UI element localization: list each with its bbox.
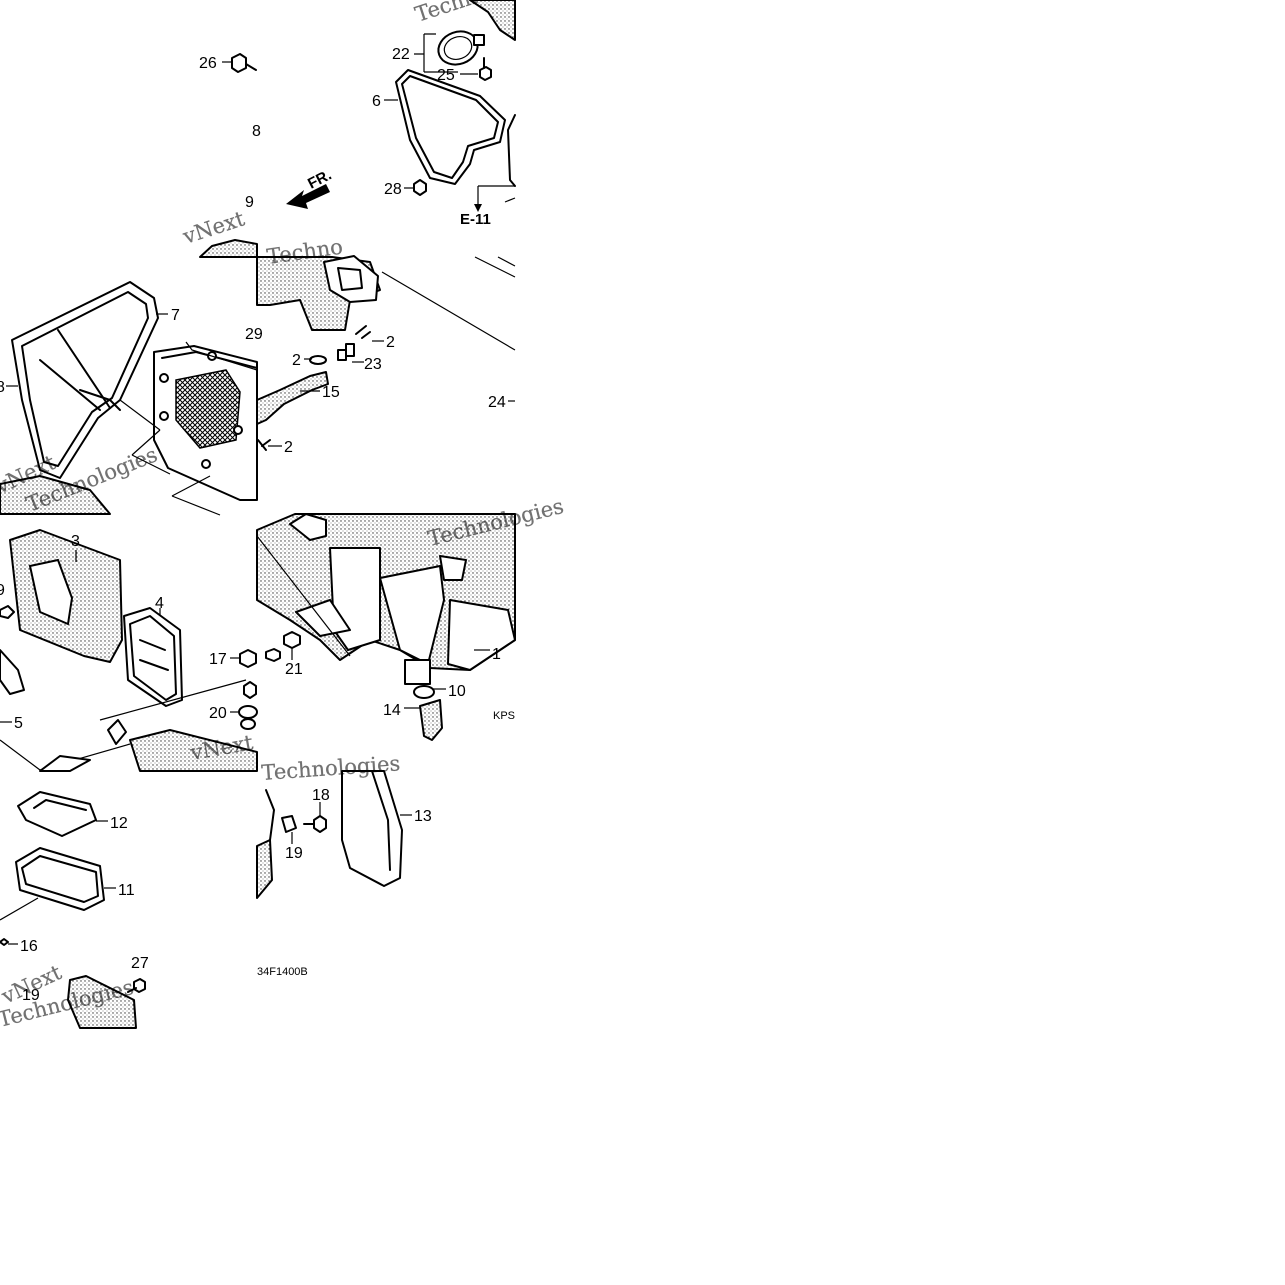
front-direction-label: FR. <box>305 166 334 192</box>
callout-5: 5 <box>14 715 23 732</box>
callout-3: 3 <box>71 533 80 550</box>
housing-upper-part <box>256 255 381 331</box>
air-box-housing-part <box>256 513 516 685</box>
tile-lower-left: 3 9 4 5 17 20 <box>0 529 281 772</box>
callout-29: 29 <box>245 326 263 343</box>
tile-top-right: 22 25 6 28 E-11 Techno <box>372 0 516 228</box>
tile-bottom-left: 12 11 16 27 19 vNext Technologies <box>0 791 149 1032</box>
callout-8: 8 <box>0 379 5 396</box>
callout-13: 13 <box>414 808 432 825</box>
watermark-text: Techno <box>412 0 492 27</box>
screw-18-part <box>303 815 327 833</box>
sponge-filter-3-part <box>9 529 123 663</box>
callout-17: 17 <box>209 651 227 668</box>
frame-4-part <box>123 607 183 707</box>
front-arrow-icon <box>286 184 330 209</box>
callout-6: 6 <box>372 93 381 110</box>
bolt-25-part <box>479 57 492 81</box>
callout-25: 25 <box>437 67 455 84</box>
callout-19: 19 <box>22 987 40 1004</box>
bolt-17-part <box>239 648 281 668</box>
clip-19-part <box>281 815 297 833</box>
grommet-20-part <box>238 705 258 730</box>
callout-2: 2 <box>284 439 293 456</box>
nut-28-part <box>413 179 427 196</box>
air-cleaner-frame-7-part <box>11 281 159 479</box>
code-label-diagram: 34F1400B <box>257 966 308 978</box>
callout-26: 26 <box>199 55 217 72</box>
ref-label-e11: E-11 <box>460 211 491 228</box>
tile-mid-left: 7 8 29 vNext Technologies <box>0 281 263 517</box>
callout-7: 7 <box>171 307 180 324</box>
tile-bottom-right: 19 18 13 34F1400B Technologies <box>256 751 432 978</box>
filter-element-part <box>153 345 258 501</box>
callout-20: 20 <box>209 705 227 722</box>
duct-11-part <box>15 847 105 911</box>
cover-12-part <box>17 791 97 837</box>
guard-13-part <box>341 770 403 887</box>
callout-11: 11 <box>118 882 135 899</box>
callout-15: 15 <box>322 384 340 401</box>
clamp-band-22-part <box>437 30 485 66</box>
callout-9: 9 <box>0 582 5 599</box>
callout-16: 16 <box>20 938 38 955</box>
callout-10: 1 <box>492 646 501 663</box>
gasket-6-part <box>395 69 506 185</box>
drain-plug-14-part <box>419 699 443 741</box>
tube-15-part <box>256 371 329 425</box>
fitting-23-part <box>337 343 355 361</box>
tile-mid-right: 2 23 2 15 2 24 Techno <box>256 234 516 456</box>
bolt-21-part <box>283 631 301 649</box>
callout-12: 12 <box>110 815 128 832</box>
callout-8: 8 <box>252 123 261 140</box>
tile-top-left: 26 8 9 FR. vNext <box>179 53 334 258</box>
callout-2: 2 <box>386 334 395 351</box>
callout-9: 9 <box>245 194 254 211</box>
bolt-27-part <box>127 978 146 993</box>
callout-18: 18 <box>312 787 330 804</box>
callout-14: 14 <box>383 702 401 719</box>
callout-28: 28 <box>384 181 402 198</box>
callout-21: 21 <box>285 661 303 678</box>
callout-2: 2 <box>292 352 301 369</box>
callout-1: 10 <box>448 683 466 700</box>
callout-27: 27 <box>131 955 149 972</box>
bolt-26-part <box>222 53 257 73</box>
code-label-kps: KPS <box>493 710 515 722</box>
callout-4: 4 <box>155 595 164 612</box>
tile-lower-right: 1 21 10 14 KPS Technologies <box>256 494 566 741</box>
callout-22: 22 <box>392 46 410 63</box>
callout-19: 19 <box>285 845 303 862</box>
callout-24: 24 <box>488 394 506 411</box>
callout-23: 23 <box>364 356 382 373</box>
